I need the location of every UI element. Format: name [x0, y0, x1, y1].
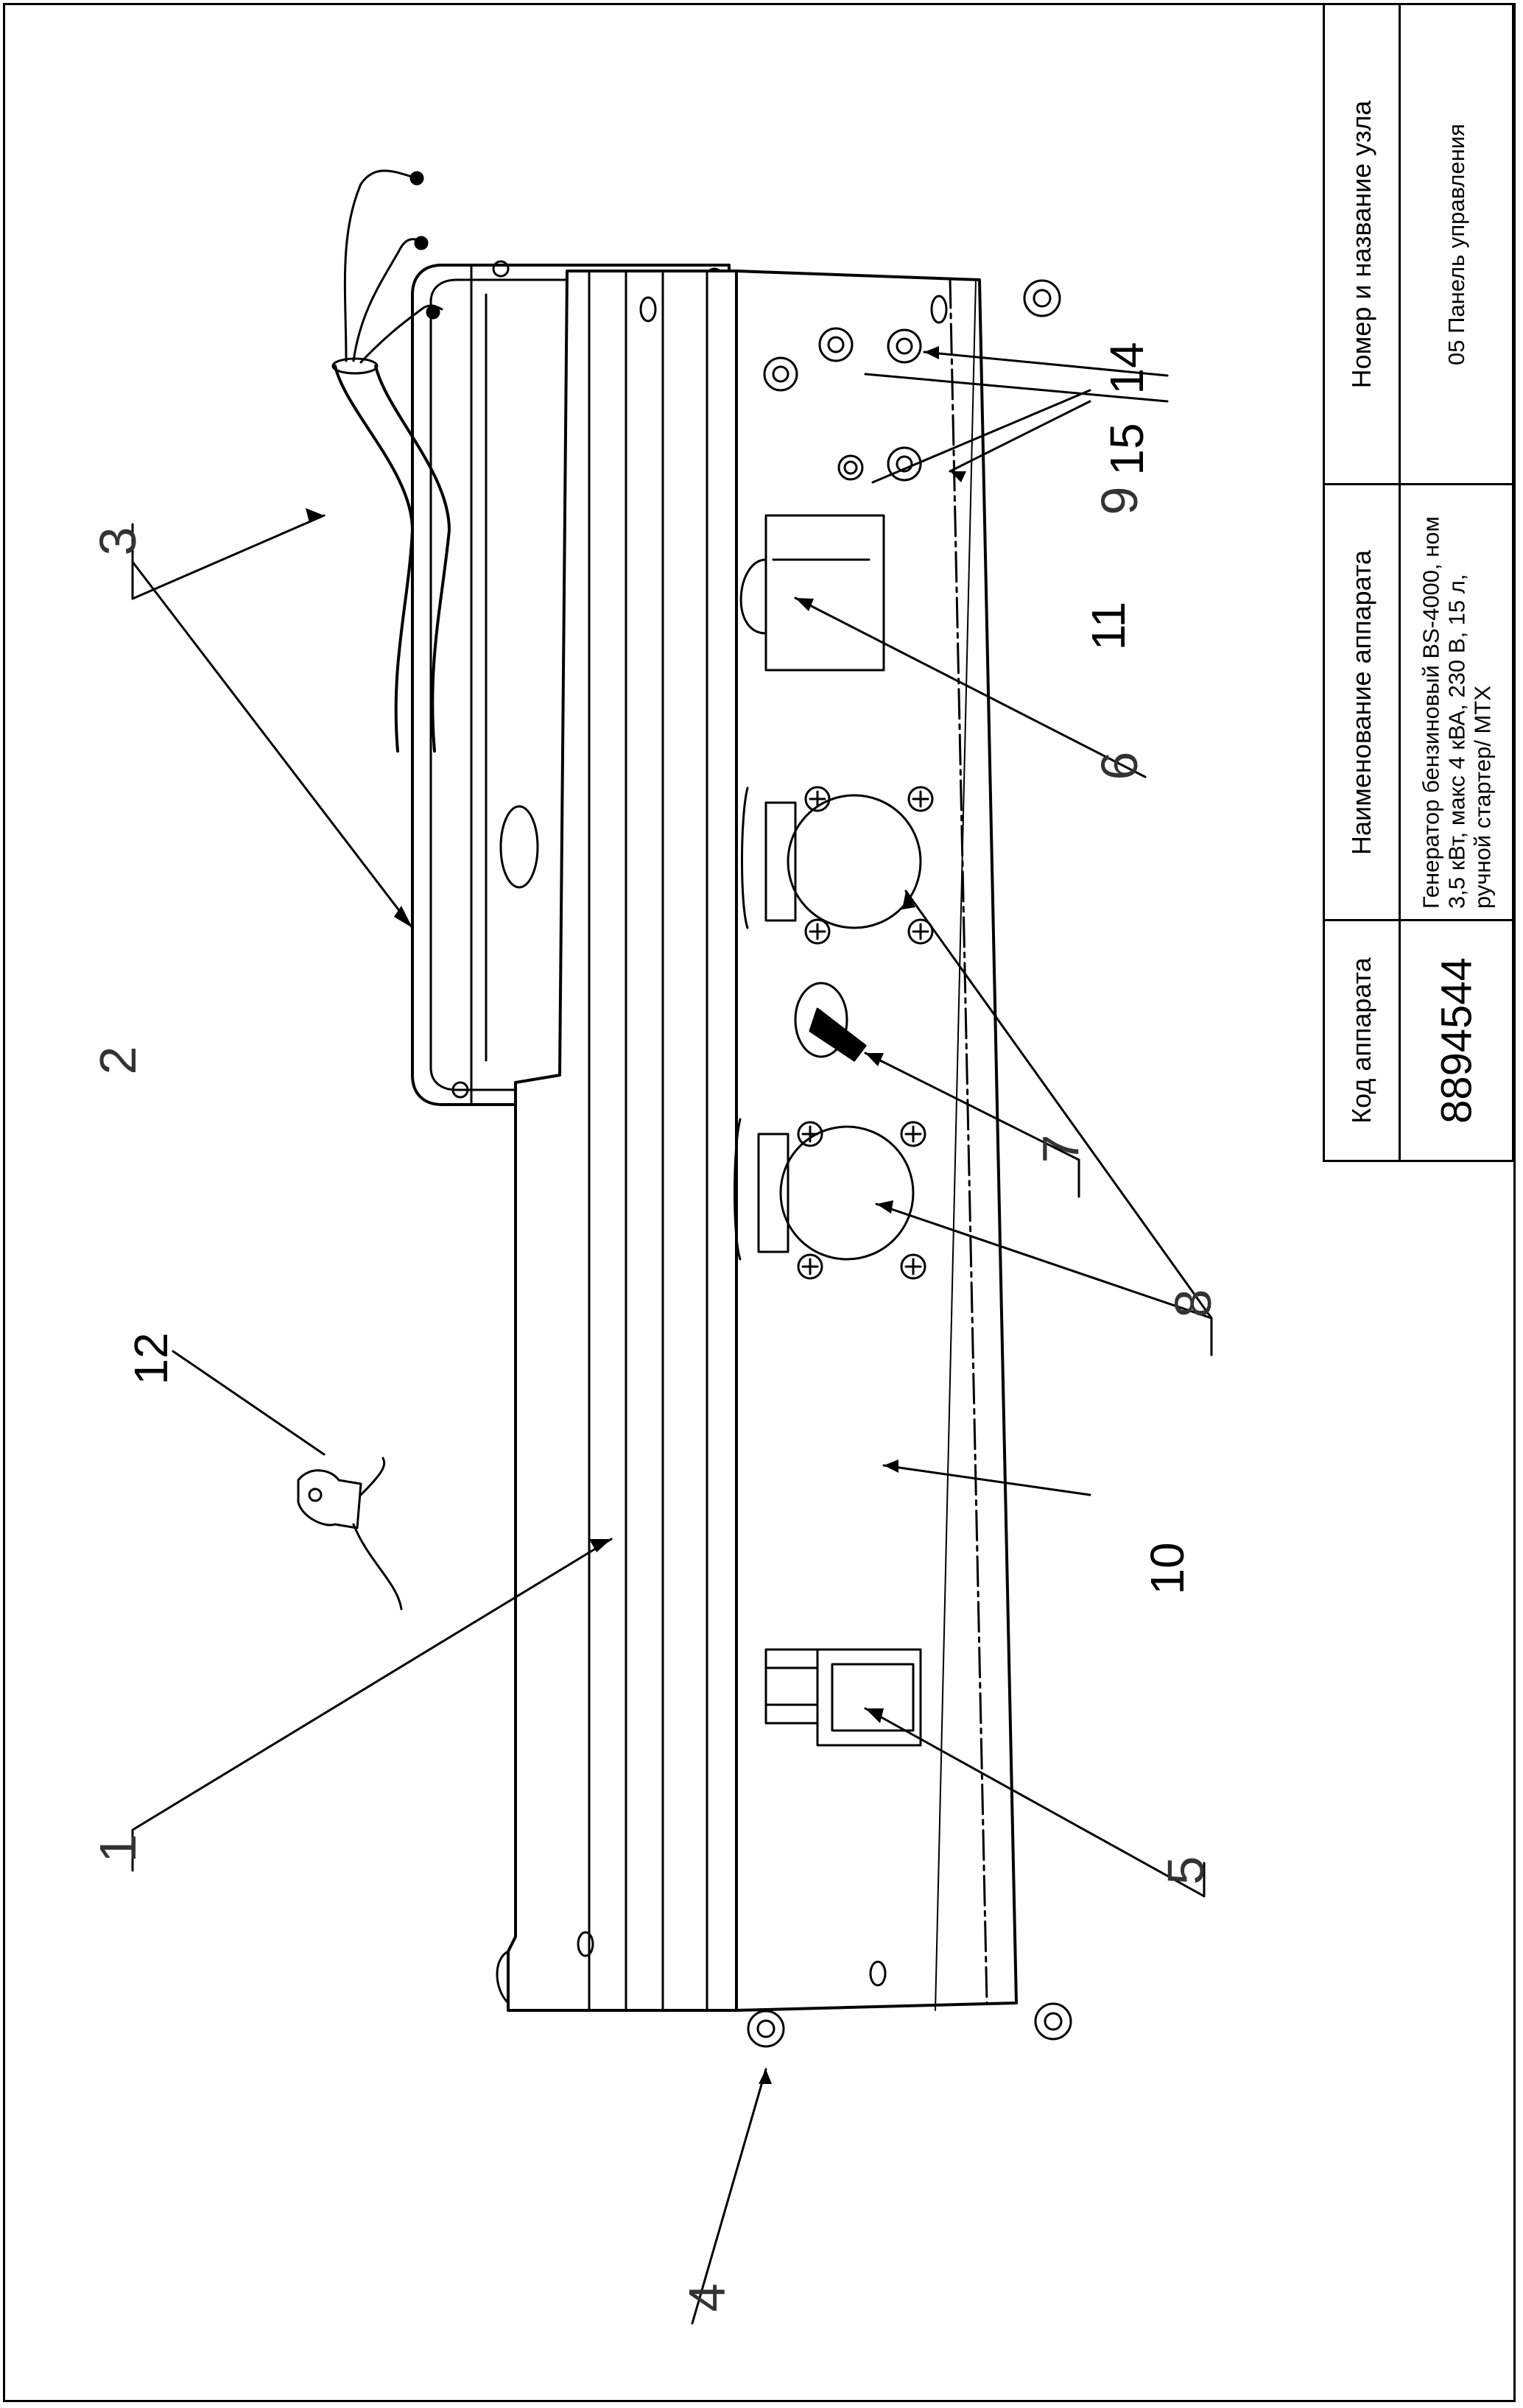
toggle-switch: [794, 982, 867, 1062]
fastener-top: [1023, 279, 1061, 317]
callout-9: 9: [1091, 486, 1148, 515]
socket-upper: [741, 786, 934, 945]
terminal-15: [818, 327, 854, 362]
callout-10: 10: [1141, 1542, 1194, 1595]
callout-7: 7: [1032, 1134, 1089, 1163]
callout-12: 12: [124, 1332, 177, 1385]
arrowheads: [306, 346, 966, 2084]
sheet-border: [3, 3, 1516, 2402]
leader-lines: [131, 351, 1213, 2325]
cable-tie: [297, 1457, 403, 1610]
callout-6: 6: [1091, 751, 1148, 781]
callout-8: 8: [1164, 1289, 1222, 1318]
title-unit-cell: 05 Панель управления: [1399, 3, 1514, 485]
rocker-switch: [764, 1648, 922, 1747]
panel-screw-top: [763, 356, 798, 392]
socket-lower: [734, 1118, 926, 1280]
callout-1: 1: [89, 1834, 147, 1863]
front-panel-rail: [496, 270, 738, 2012]
callout-15: 15: [1100, 423, 1153, 476]
circuit-breaker: [739, 514, 885, 672]
callout-3: 3: [89, 527, 147, 556]
rear-housing: [411, 260, 731, 1106]
callout-2: 2: [89, 1046, 147, 1075]
callout-4: 4: [678, 2283, 736, 2312]
fastener-bottom-right: [1034, 2002, 1072, 2041]
indicator-lamp-11: [837, 454, 864, 481]
terminal-14: [887, 328, 922, 364]
fastener-bottom-left: [747, 2010, 785, 2048]
callout-5: 5: [1157, 1856, 1214, 1885]
callout-14: 14: [1100, 342, 1153, 395]
callout-11: 11: [1082, 601, 1135, 651]
